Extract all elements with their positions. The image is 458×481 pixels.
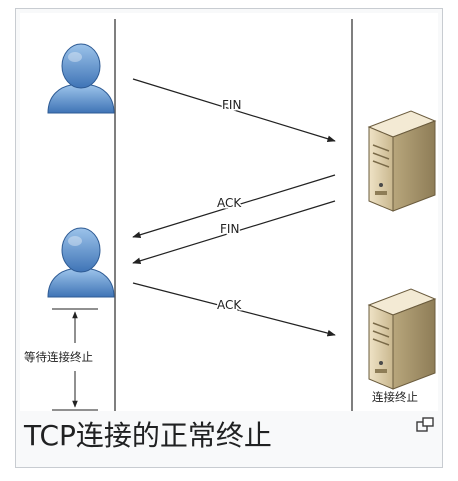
tcp-termination-diagram: FIN ACK FIN ACK 等待连接终止 连接终止 [24, 19, 437, 411]
figure-caption: TCP连接的正常终止 [24, 419, 272, 452]
fin-label: FIN [220, 222, 239, 236]
user-icon [47, 227, 115, 298]
fin-label: FIN [222, 98, 241, 112]
ack-arrow-client-to-server [132, 282, 336, 337]
fin-arrow-server-to-client [132, 200, 336, 264]
diagram-image[interactable]: FIN ACK FIN ACK 等待连接终止 连接终止 [20, 13, 438, 411]
magnify-icon[interactable] [416, 417, 434, 433]
connection-terminated-label: 连接终止 [372, 390, 418, 404]
fin-arrow-client-to-server [132, 78, 336, 142]
thumbnail-frame: FIN ACK FIN ACK 等待连接终止 连接终止 TCP连接的正常终止 [15, 8, 443, 468]
ack-label: ACK [217, 298, 242, 312]
user-icon [47, 43, 115, 114]
server-icon [367, 110, 437, 212]
wait-for-termination-label: 等待连接终止 [24, 350, 93, 364]
server-icon [367, 288, 437, 390]
ack-label: ACK [217, 196, 242, 210]
ack-arrow-server-to-client [132, 174, 336, 238]
